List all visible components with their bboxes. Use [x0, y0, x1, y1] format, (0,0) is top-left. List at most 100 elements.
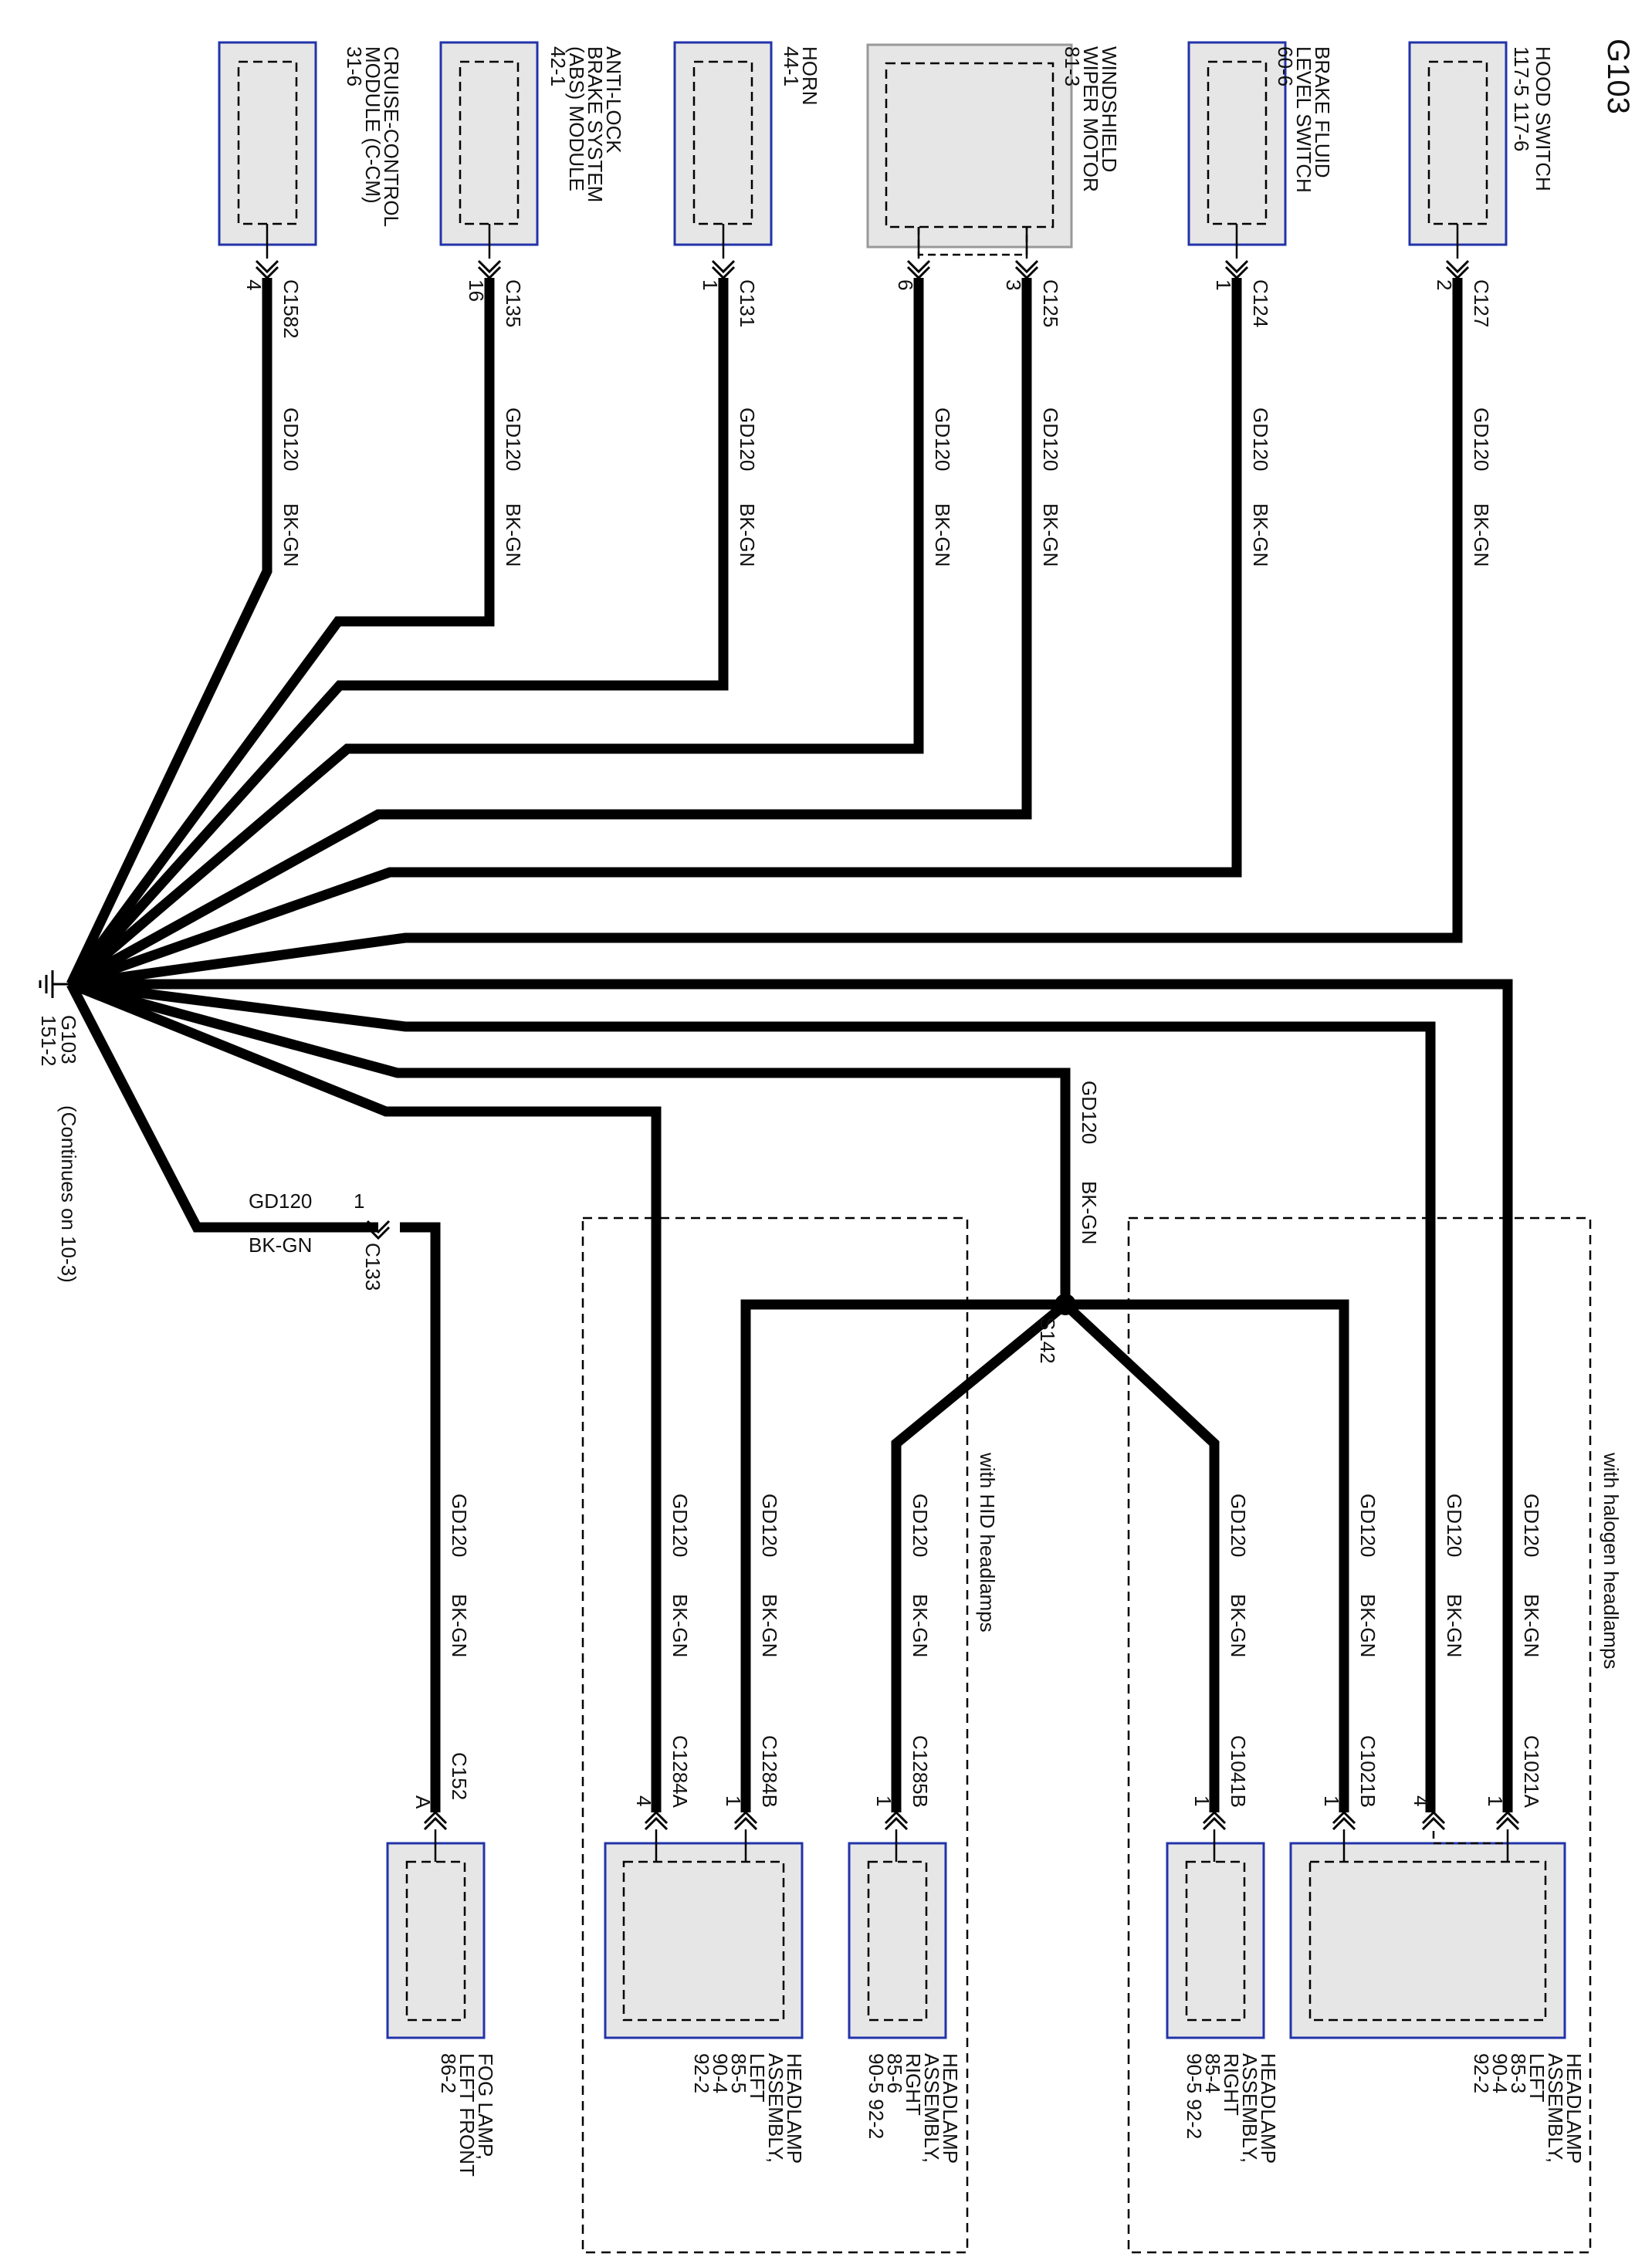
cruise-pin: 4 — [242, 279, 266, 290]
c1285b-pin: 1 — [872, 1795, 895, 1806]
wire-wiper-6 — [67, 278, 924, 988]
wire-s142-hl-left-halogen-b — [1065, 1299, 1349, 1812]
fog-lamp-ref: 86-2 — [437, 2053, 460, 2093]
wire-color-label: BK-GN — [1356, 1594, 1379, 1657]
brake-fluid-ref: 60-6 — [1274, 46, 1297, 86]
wire-s142-hl-right-halogen — [1061, 1301, 1220, 1812]
wire-code-label: GD120 — [1443, 1494, 1466, 1557]
c1284a-pin: 4 — [632, 1795, 655, 1806]
hl-right-halogen-ref2: 90-5 92-2 — [1183, 2053, 1206, 2139]
wire-code-label: GD120 — [1470, 408, 1493, 471]
wire-color-label: BK-GN — [1039, 503, 1062, 567]
wire-code-label: GD120 — [1249, 408, 1272, 471]
hl-right-hid-name1: HEADLAMP — [939, 2053, 962, 2164]
horn-connector: C131 — [736, 279, 759, 327]
c133-connector: C133 — [361, 1243, 384, 1291]
hl-right-hid-name2: ASSEMBLY, — [920, 2053, 943, 2163]
hood-switch-box — [1408, 41, 1508, 246]
wire-abs — [66, 278, 495, 987]
wire-horn — [67, 278, 729, 988]
abs-connector: C135 — [502, 279, 525, 327]
wire-color-label: BK-GN — [502, 503, 525, 567]
wire-fog-lamp — [66, 982, 378, 1233]
hl-right-hid-ref2: 90-5 92-2 — [865, 2053, 888, 2139]
horn-ref: 44-1 — [780, 46, 803, 86]
hl-left-halogen-name1: HEADLAMP — [1562, 2053, 1586, 2164]
hl-right-halogen-ref1: 85-4 — [1201, 2053, 1224, 2093]
hl-left-halogen-ref3: 92-2 — [1470, 2053, 1493, 2093]
c1021b-label: C1021B — [1356, 1735, 1379, 1808]
wire-color-label: BK-GN — [736, 503, 759, 567]
wire-code-label: GD120 — [736, 408, 759, 471]
abs-box — [439, 41, 539, 246]
wire-code-label: GD120 — [758, 1494, 781, 1557]
connector-symbols — [255, 259, 1520, 1831]
hl-left-halogen-name3: LEFT — [1525, 2053, 1549, 2103]
hl-right-halogen-name1: HEADLAMP — [1257, 2053, 1280, 2164]
component-drops — [266, 224, 1509, 1862]
wire-code-label: GD120 — [1520, 1494, 1543, 1557]
wire-color-label: BK-GN — [1520, 1594, 1543, 1657]
hood-switch-name: HOOD SWITCH — [1532, 46, 1555, 191]
wire-code-label: GD120 — [931, 408, 954, 471]
hood-switch-connector: C127 — [1470, 279, 1493, 327]
component-boxes — [218, 41, 1566, 2039]
wiper-pin-3: 3 — [1002, 279, 1025, 290]
hood-switch-pin: 2 — [1433, 279, 1456, 290]
wire-color-label: BK-GN — [1443, 1594, 1466, 1657]
diagram-title: G103 — [1601, 39, 1635, 114]
splice-label: S142 — [1036, 1317, 1059, 1364]
hl-left-hid-ref1: 85-5 — [727, 2053, 750, 2093]
hl-left-halogen-box — [1289, 1842, 1566, 2039]
wire-color-label: BK-GN — [1470, 503, 1493, 567]
c1021a-label: C1021A — [1520, 1735, 1543, 1809]
c1041b-label: C1041B — [1227, 1735, 1250, 1808]
abs-ref: 42-1 — [547, 46, 570, 86]
hl-left-hid-box — [604, 1842, 804, 2039]
c152-pin: A — [411, 1795, 435, 1809]
horn-name: HORN — [798, 46, 821, 106]
wire-code-label: GD120 — [909, 1494, 932, 1557]
wire-c133-to-fog — [400, 1222, 441, 1812]
hid-group-label: with HID headlamps — [976, 1452, 999, 1633]
wire-hl-left-halogen-1a — [70, 979, 1436, 1812]
hl-right-hid-name3: RIGHT — [902, 2053, 925, 2116]
halogen-group-outline — [1127, 1216, 1592, 2254]
wire-color-label: BK-GN — [758, 1594, 781, 1657]
wire-color-label: BK-GN — [279, 503, 303, 567]
hl-left-halogen-ref1: 85-3 — [1507, 2053, 1530, 2093]
hl-left-hid-ref3: 92-2 — [690, 2053, 713, 2093]
labels: HOOD SWITCH 117-5 117-6 C127 2 GD120 BK-… — [37, 46, 1623, 2177]
wire-code-label: GD120 — [1227, 1494, 1250, 1557]
hl-right-hid-ref1: 85-6 — [883, 2053, 906, 2093]
wire-s142-hl-right-hid — [891, 1300, 1069, 1812]
hl-right-halogen-box — [1166, 1842, 1265, 2039]
hood-switch-ref: 117-5 117-6 — [1510, 46, 1533, 151]
wire-code-label: GD120 — [448, 1494, 471, 1557]
c1285b-label: C1285B — [909, 1735, 932, 1808]
c1021a-pin-4: 4 — [1410, 1795, 1433, 1806]
ground-page: 151-2 — [37, 1015, 60, 1067]
wiper-pin-6: 6 — [894, 279, 917, 290]
wire-color-label: BK-GN — [249, 1233, 312, 1257]
ground-symbol — [39, 970, 71, 998]
wire-code-label: GD120 — [279, 408, 303, 471]
cruise-name1: CRUISE-CONTROL — [380, 46, 403, 227]
fog-lamp-name1: FOG LAMP, — [474, 2053, 497, 2160]
hl-left-halogen-ref2: 90-4 — [1488, 2053, 1512, 2093]
cruise-box — [218, 41, 317, 246]
hl-left-hid-name1: HEADLAMP — [783, 2053, 806, 2164]
c1284b-pin: 1 — [722, 1795, 745, 1806]
wire-brake-fluid — [69, 278, 1242, 990]
wire-cruise — [66, 278, 273, 986]
wire-code-label: GD120 — [502, 408, 525, 471]
wire-color-label: BK-GN — [448, 1594, 471, 1657]
brake-fluid-pin: 1 — [1212, 279, 1235, 290]
continues-note: (Continues on 10-3) — [57, 1105, 80, 1283]
wire-code-label: GD120 — [669, 1494, 692, 1557]
wiper-name1: WINDSHIELD — [1098, 46, 1121, 172]
wiper-motor-box — [866, 43, 1073, 249]
wire-color-label: BK-GN — [669, 1594, 692, 1657]
wiper-ref: 81-3 — [1061, 46, 1084, 86]
splice-s142 — [1055, 1294, 1076, 1315]
